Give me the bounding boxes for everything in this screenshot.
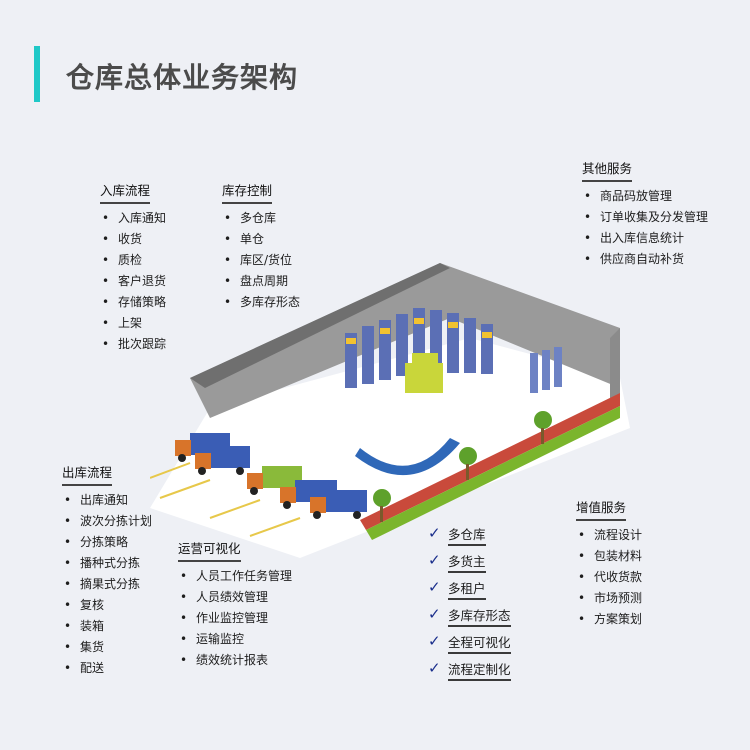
operations-heading: 运营可视化 [178,538,241,562]
check-icon: ✓ [428,632,441,650]
list-item: 集货 [62,637,152,658]
checklist-item: ✓ 流程定制化 [428,659,511,686]
right-racks [530,347,562,393]
trees [373,411,552,522]
list-item: 库区/货位 [222,250,300,271]
truck [195,446,250,475]
list-item: 出入库信息统计 [582,228,708,249]
value-added-heading: 增值服务 [576,497,627,521]
inbound-section: 入库流程 入库通知 收货 质检 客户退货 存储策略 上架 批次跟踪 [100,180,166,355]
checklist-label: 多仓库 [448,524,486,546]
truck [310,490,367,519]
value-added-section: 增值服务 流程设计 包装材料 代收货款 市场预测 方案策划 [576,497,642,630]
checklist-label: 流程定制化 [448,659,511,681]
title-accent-bar [34,46,40,102]
checklist-label: 多租户 [448,578,486,600]
checklist-item: ✓ 多库存形态 [428,605,511,632]
checklist-item: ✓ 多货主 [428,551,511,578]
operations-section: 运营可视化 人员工作任务管理 人员绩效管理 作业监控管理 运输监控 绩效统计报表 [178,538,292,671]
list-item: 入库通知 [100,208,166,229]
truck [247,466,302,495]
list-item: 播种式分拣 [62,553,152,574]
list-item: 摘果式分拣 [62,574,152,595]
inbound-heading: 入库流程 [100,180,151,204]
other-services-heading: 其他服务 [582,158,633,182]
list-item: 方案策划 [576,609,642,630]
check-icon: ✓ [428,551,441,569]
list-item: 波次分拣计划 [62,511,152,532]
dock-stripes [150,462,301,537]
list-item: 代收货款 [576,567,642,588]
conveyor-belt [355,438,460,476]
list-item: 包装材料 [576,546,642,567]
list-item: 流程设计 [576,525,642,546]
other-services-section: 其他服务 商品码放管理 订单收集及分发管理 出入库信息统计 供应商自动补货 [582,158,708,270]
list-item: 盘点周期 [222,271,300,292]
list-item: 分拣策略 [62,532,152,553]
list-item: 供应商自动补货 [582,249,708,270]
shelf-goods [346,318,492,344]
checklist-label: 多货主 [448,551,486,573]
outbound-heading: 出库流程 [62,462,113,486]
warehouse-right-wall [610,328,620,408]
list-item: 上架 [100,313,166,334]
page-title: 仓库总体业务架构 [66,61,299,94]
checklist-item: ✓ 全程可视化 [428,632,511,659]
list-item: 人员工作任务管理 [178,566,292,587]
list-item: 批次跟踪 [100,334,166,355]
inventory-section: 库存控制 多仓库 单仓 库区/货位 盘点周期 多库存形态 [222,180,300,313]
checklist-item: ✓ 多仓库 [428,524,511,551]
list-item: 人员绩效管理 [178,587,292,608]
list-item: 运输监控 [178,629,292,650]
checklist-label: 多库存形态 [448,605,511,627]
inventory-heading: 库存控制 [222,180,273,204]
list-item: 绩效统计报表 [178,650,292,671]
warehouse-back-wall [190,263,620,418]
check-icon: ✓ [428,578,441,596]
list-item: 商品码放管理 [582,186,708,207]
warehouse-illustration [150,263,630,558]
list-item: 单仓 [222,229,300,250]
list-item: 订单收集及分发管理 [582,207,708,228]
list-item: 质检 [100,250,166,271]
check-icon: ✓ [428,524,441,542]
list-item: 收货 [100,229,166,250]
list-item: 多库存形态 [222,292,300,313]
warehouse-grass [366,406,620,540]
list-item: 作业监控管理 [178,608,292,629]
list-item: 多仓库 [222,208,300,229]
list-item: 出库通知 [62,490,152,511]
checklist-label: 全程可视化 [448,632,511,654]
list-item: 配送 [62,658,152,679]
feature-checklist: ✓ 多仓库 ✓ 多货主 ✓ 多租户 ✓ 多库存形态 ✓ 全程可视化 ✓ 流程定制化 [428,524,511,686]
warehouse-base-strip [360,393,620,530]
warehouse-roof-edge [190,263,450,388]
list-item: 市场预测 [576,588,642,609]
list-item: 复核 [62,595,152,616]
list-item: 客户退货 [100,271,166,292]
checklist-item: ✓ 多租户 [428,578,511,605]
trucks [175,433,367,519]
outbound-section: 出库流程 出库通知 波次分拣计划 分拣策略 播种式分拣 摘果式分拣 复核 装箱 … [62,462,152,679]
list-item: 装箱 [62,616,152,637]
check-icon: ✓ [428,659,441,677]
check-icon: ✓ [428,605,441,623]
pallet-stack [405,353,443,393]
list-item: 存储策略 [100,292,166,313]
